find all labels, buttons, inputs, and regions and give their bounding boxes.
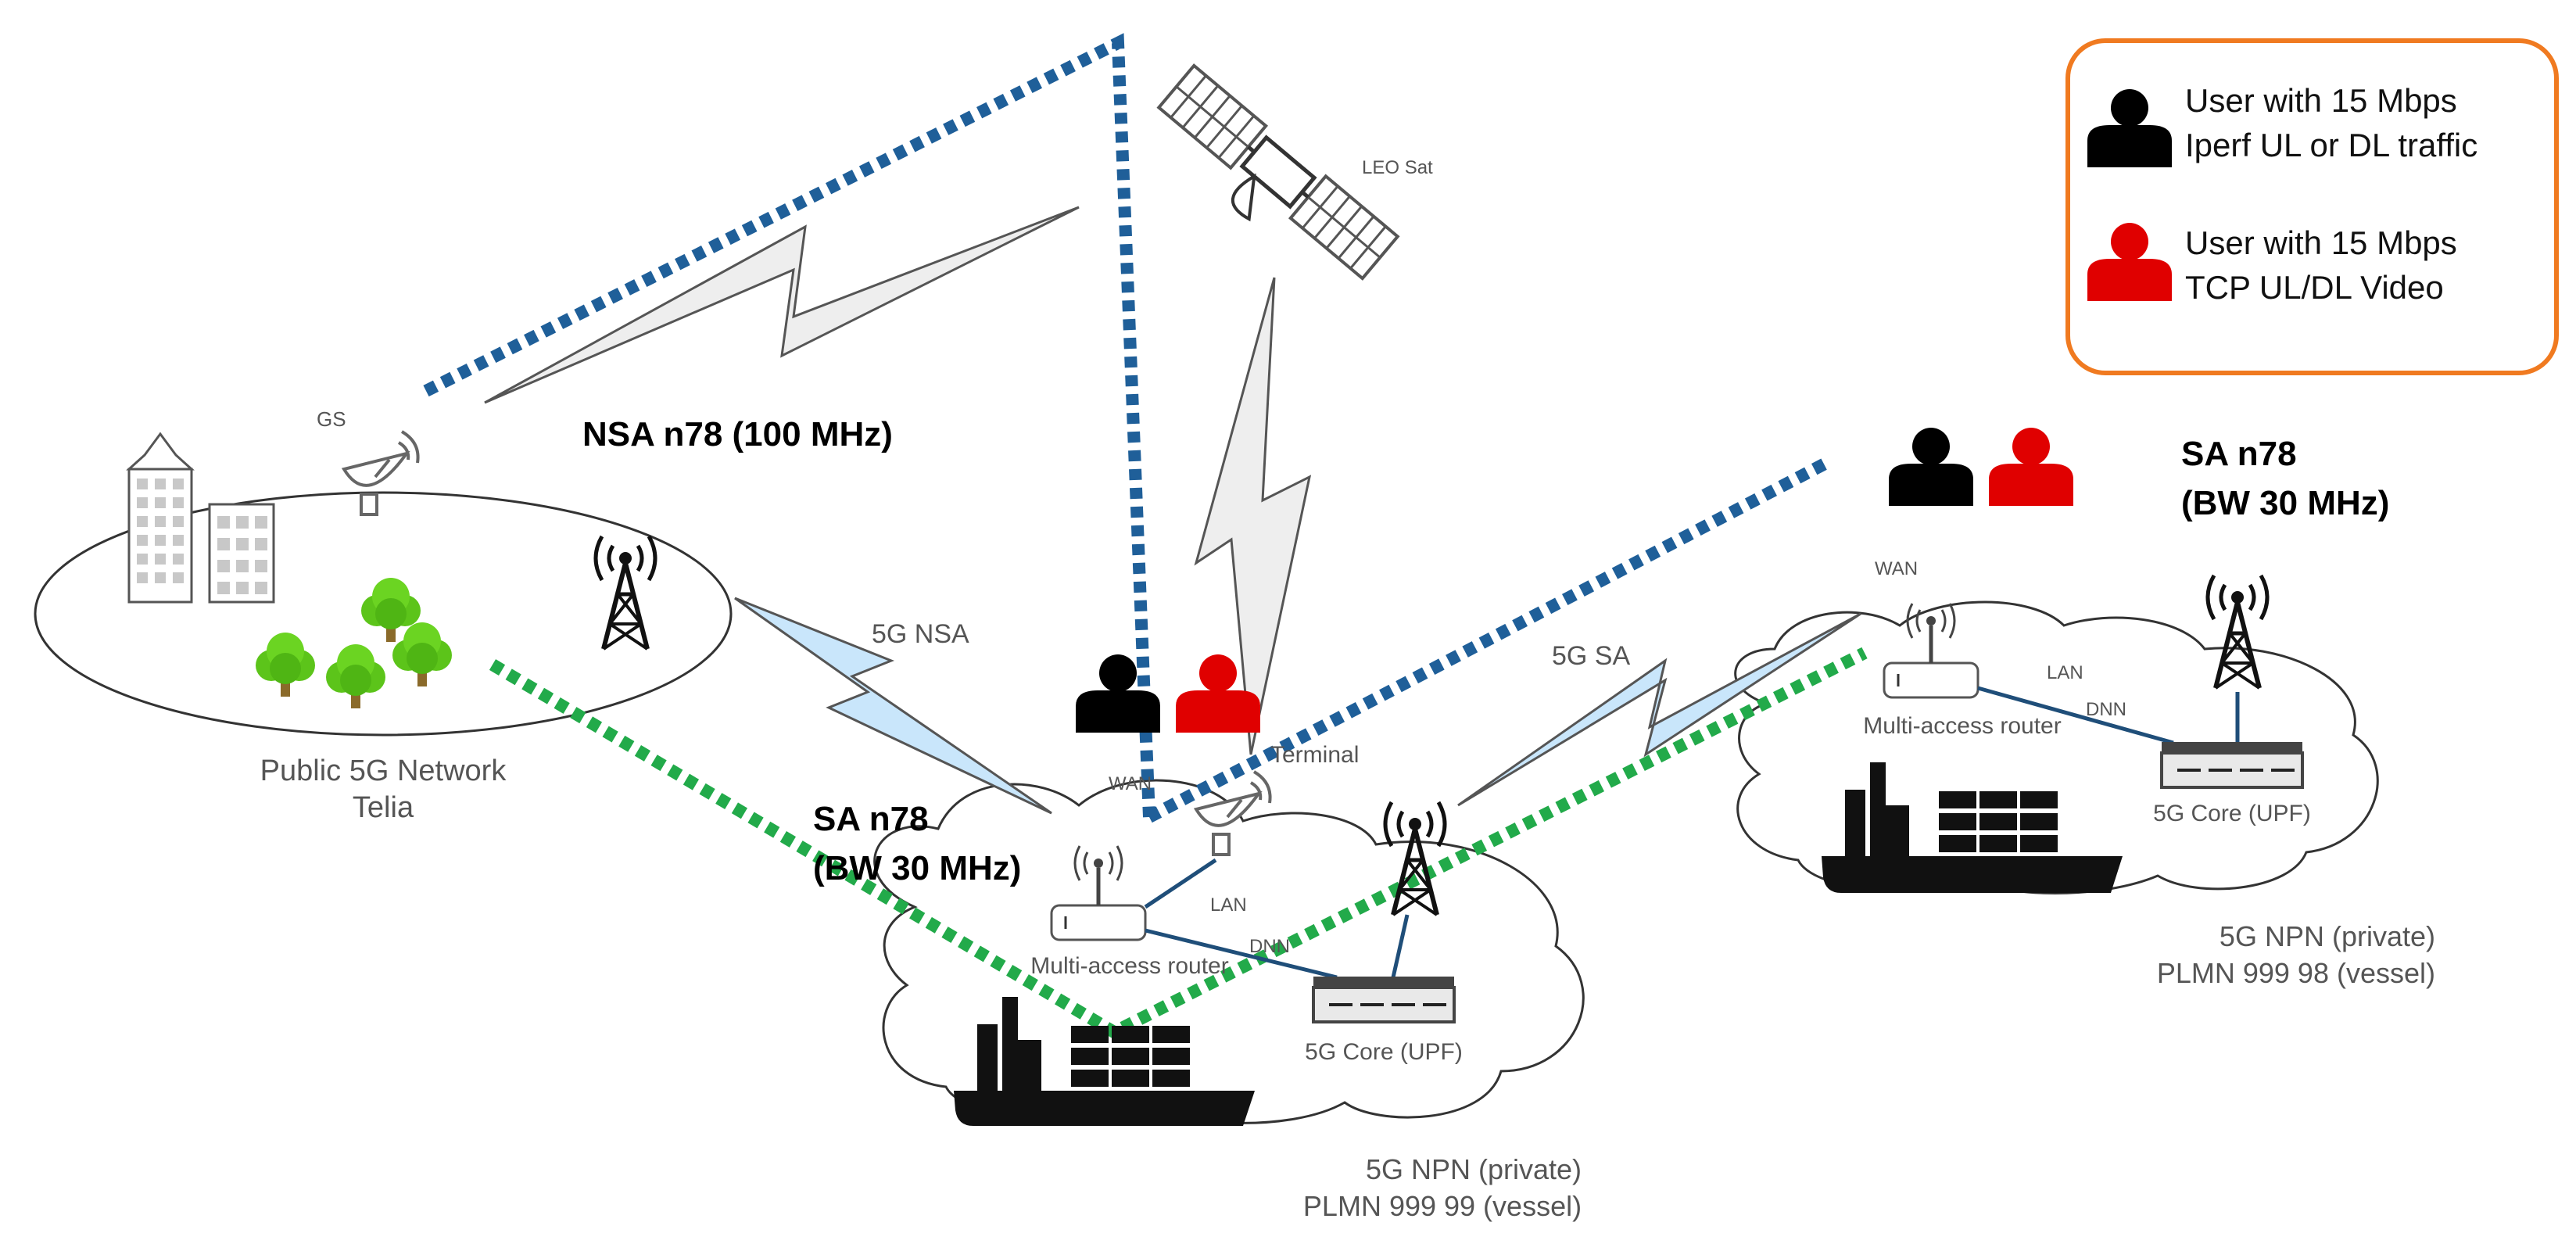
vessel-98-iperf-user-icon <box>1889 428 1973 506</box>
vessel-98-video-user-icon <box>1989 428 2073 506</box>
vessel-98-lan-label: LAN <box>2047 662 2083 683</box>
nsa-link-bolt <box>734 597 1052 815</box>
vessel-99-router-core-link <box>1145 928 1338 980</box>
vessel-99-dnn-label: DNN <box>1249 936 1290 957</box>
sa-link-bolt <box>1457 612 1861 807</box>
vessel-99-router-label: Multi-access router <box>1030 953 1228 979</box>
public-network-operator: Telia <box>353 791 414 824</box>
leo-sat-label: LEO Sat <box>1362 157 1433 178</box>
satellite-backhaul-bolt <box>484 206 1080 404</box>
vessel-99-router-terminal-link <box>1144 858 1217 909</box>
vessel-99-band-line1: SA n78 <box>813 800 929 838</box>
vessel-99-core-server-icon <box>1312 975 1456 1023</box>
vessel-98-ship-icon <box>1822 762 2123 893</box>
vessel-98-core-label: 5G Core (UPF) <box>2153 801 2311 826</box>
legend-box: User with 15 Mbps Iperf UL or DL traffic… <box>2065 38 2559 375</box>
vessel-99-tower-core-link <box>1391 914 1410 978</box>
nsa-band-label: NSA n78 (100 MHz) <box>582 415 893 453</box>
vessel-99-lan-label: LAN <box>1210 894 1247 916</box>
blue-satellite-path-public <box>423 33 1155 818</box>
legend-black-user-line2: Iperf UL or DL traffic <box>2185 127 2477 163</box>
vessel-98-router-core-link <box>1977 686 2174 745</box>
vessel-98-dnn-label: DNN <box>2086 699 2126 720</box>
legend-red-user-line1: User with 15 Mbps <box>2185 224 2457 261</box>
vessel-99-ship-icon <box>954 997 1255 1126</box>
vessel-98-band-line2: (BW 30 MHz) <box>2181 484 2389 522</box>
vessel-99-npn-line2: PLMN 999 99 (vessel) <box>1303 1190 1582 1222</box>
office-buildings-icon <box>126 432 275 604</box>
leo-satellite-icon <box>1156 63 1400 281</box>
nsa-link-label: 5G NSA <box>872 619 969 649</box>
vessel-98-npn-line2: PLMN 999 98 (vessel) <box>2157 957 2435 989</box>
blue-satellite-path-vessel-98 <box>1146 455 1833 823</box>
public-network-name: Public 5G Network <box>260 755 507 787</box>
vessel-98-band-line1: SA n78 <box>2181 435 2297 473</box>
satellite-terminal-bolt <box>1194 277 1312 755</box>
vessel-98-core-server-icon <box>2160 740 2304 789</box>
legend-red-user-line2: TCP UL/DL Video <box>2185 269 2444 306</box>
vessel-99-npn-line1: 5G NPN (private) <box>1366 1153 1582 1185</box>
vessel-99-terminal-label: Terminal <box>1270 742 1359 768</box>
vessel-98-wan-label: WAN <box>1875 558 1918 579</box>
sa-link-label: 5G SA <box>1552 641 1630 671</box>
legend-black-user-line1: User with 15 Mbps <box>2185 82 2457 119</box>
vessel-98-router-label: Multi-access router <box>1863 713 2061 739</box>
vessel-98-npn-line1: 5G NPN (private) <box>2220 920 2435 952</box>
vessel-99-band-line2: (BW 30 MHz) <box>813 849 1021 887</box>
vessel-99-wan-label: WAN <box>1109 773 1152 794</box>
gs-label: GS <box>317 407 346 431</box>
vessel-99-core-label: 5G Core (UPF) <box>1305 1039 1463 1065</box>
